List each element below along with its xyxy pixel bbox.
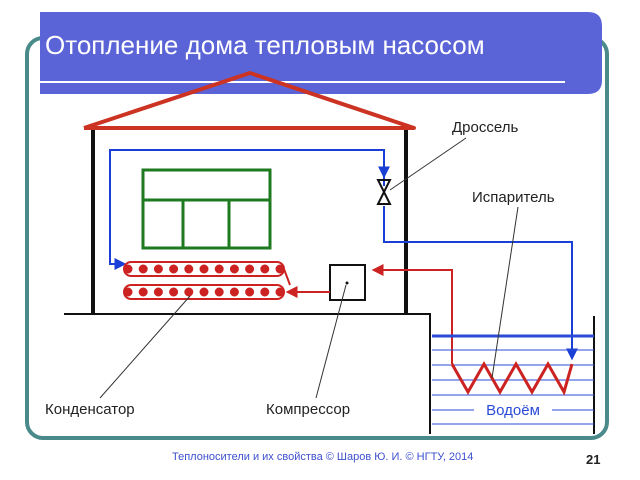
condenser-coil-bottom [259, 286, 271, 298]
condenser-coil-bottom [168, 286, 180, 298]
condenser-coil-bottom [213, 286, 225, 298]
evaporator-coil [450, 360, 574, 396]
ground-line [64, 313, 431, 434]
throttle-valve-icon [376, 179, 392, 205]
condenser-coil-top [152, 263, 164, 275]
condenser-coil-bottom [152, 286, 164, 298]
evaporator-label: Испаритель [472, 189, 555, 206]
condenser-coil-top [198, 263, 210, 275]
condenser-frame-bottom [123, 284, 285, 300]
slide-frame [25, 36, 609, 440]
roof [83, 71, 416, 130]
condenser-coil-top [228, 263, 240, 275]
compressor-dot [345, 281, 349, 285]
condenser-label: Конденсатор [45, 401, 135, 418]
footer-text: Теплоносители и их свойства © Шаров Ю. И… [172, 451, 473, 463]
page-title: Отопление дома тепловым насосом [45, 30, 485, 60]
condenser-coil-top [168, 263, 180, 275]
condenser-coil-top [137, 263, 149, 275]
pointer-lines [99, 137, 519, 399]
condenser-coil-bottom [137, 286, 149, 298]
condenser-coils [122, 263, 286, 298]
hot-line-from-evaporator [371, 264, 453, 364]
page-number: 21 [586, 452, 600, 467]
condenser-coil-top [259, 263, 271, 275]
reservoir-label: Водоём [486, 402, 540, 419]
condenser-coil-bottom [244, 286, 256, 298]
condenser-coil-top [183, 263, 195, 275]
cold-line-to-evaporator [383, 206, 578, 361]
throttle-label: Дроссель [452, 119, 518, 136]
window [141, 168, 272, 250]
condenser-coil-bottom [228, 286, 240, 298]
compressor-label: Компрессор [266, 401, 350, 418]
condenser-coil-bottom [198, 286, 210, 298]
water-lines [432, 334, 594, 425]
condenser-return [283, 268, 291, 286]
condenser-coil-top [213, 263, 225, 275]
title-bar [40, 12, 602, 94]
condenser-coil-top [244, 263, 256, 275]
condenser-coil-bottom [183, 286, 195, 298]
